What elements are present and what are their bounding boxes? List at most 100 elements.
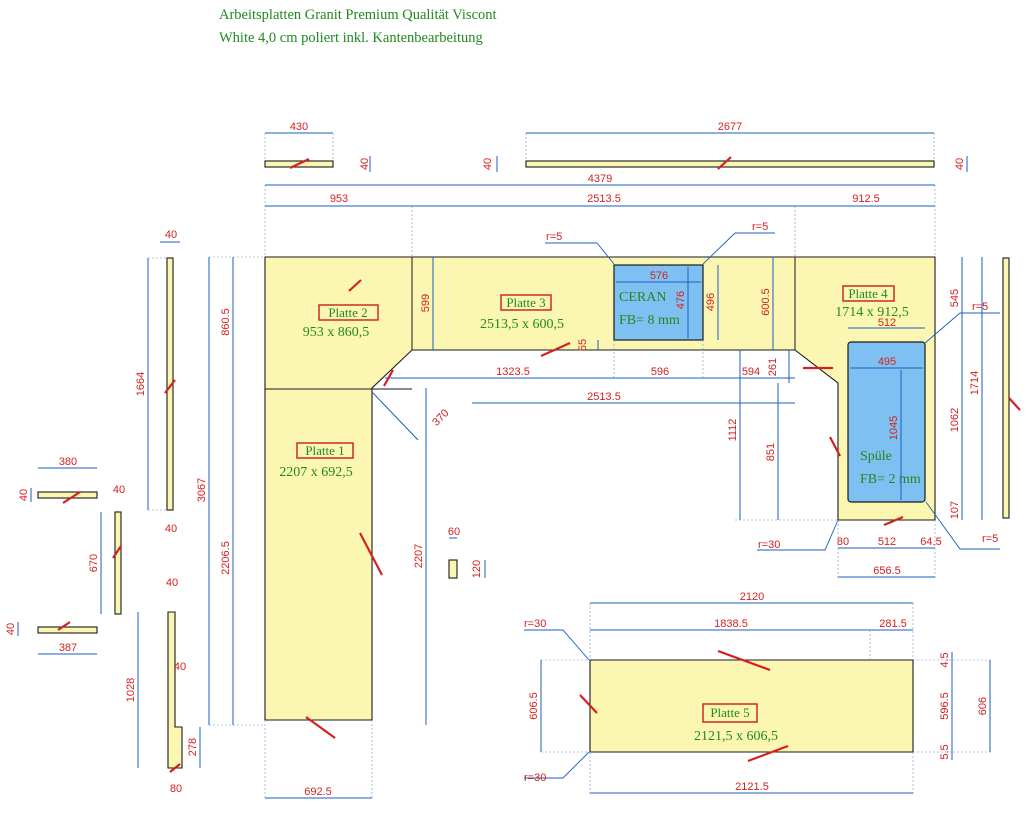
platte-4-label: Platte 4 [848,286,888,301]
dim-2513-5-inner: 2513.5 [587,391,621,403]
dim-851: 851 [765,443,777,461]
dim-370: 370 [430,407,451,428]
dim-278: 278 [187,738,199,756]
platte-5-size: 2121,5 x 606,5 [694,729,778,744]
dim-107: 107 [949,501,961,519]
platte-4-label-box [842,285,895,302]
dim-1028: 1028 [125,678,137,702]
main-countertop-assembly [264,256,936,721]
radius-platte-5-top: r=30 [524,618,546,630]
radius-platte-4-corner: r=30 [758,539,780,551]
platte-5-label-box [702,703,758,723]
dim-2677: 2677 [718,121,742,133]
dim-1323-5: 1323.5 [496,366,530,378]
header-line-material: Arbeitsplatten Granit Premium Qualität V… [219,7,497,23]
dim-692-5: 692.5 [304,786,332,798]
platte-2-label: Platte 2 [328,305,367,320]
dim-55: 55 [577,339,589,351]
dim-ceran-height: 476 [675,291,687,309]
dim-60: 60 [448,526,460,538]
dim-2120: 2120 [740,591,764,603]
dim-380: 380 [59,456,77,468]
dim-40-h: 40 [5,623,17,635]
sink-fb-label: FB= 2 mm [860,472,921,487]
ceran-fb-label: FB= 8 mm [619,313,680,328]
dimension-lines: 430 40 2677 40 40 4379 953 2513.5 912.5 … [5,121,1000,800]
platte-5-label: Platte 5 [710,705,749,720]
dim-120: 120 [471,560,483,578]
platte-2-label-box [318,304,379,321]
dim-545: 545 [949,289,961,307]
drawing-header: Arbeitsplatten Granit Premium Qualität V… [219,4,497,50]
edge-strip-1028[interactable] [167,611,183,769]
platte-3-label: Platte 3 [506,295,545,310]
dim-4379: 4379 [588,173,612,185]
dim-40-a: 40 [359,158,371,170]
radius-platte-5-bottom: r=30 [524,772,546,784]
dim-912-5: 912.5 [852,193,880,205]
dim-670: 670 [88,554,100,572]
dim-40-i: 40 [166,577,178,589]
dim-40-j: 40 [174,661,186,673]
platte-2-size: 953 x 860,5 [303,325,370,340]
dim-40-b: 40 [482,158,494,170]
dim-sink-width: 495 [878,356,896,368]
dim-sink-height: 1045 [888,416,900,440]
dim-594: 594 [742,366,760,378]
platte-1-label-box [296,442,354,459]
dim-2513-5-top: 2513.5 [587,193,621,205]
dim-40-d: 40 [165,229,177,241]
dim-1062: 1062 [949,408,961,432]
dim-430: 430 [290,121,308,133]
radius-ceran-left: r=5 [546,231,562,243]
platte-4-size: 1714 x 912,5 [835,305,909,320]
dim-ceran-width: 576 [650,270,668,282]
dim-261: 261 [767,358,779,376]
dim-606: 606 [977,697,989,715]
dim-656-5: 656.5 [873,565,901,577]
ceran-label: CERAN [619,290,666,305]
cutout-labels: CERAN FB= 8 mm 576 476 Spüle FB= 2 mm 49… [616,267,923,500]
radius-sink-top: r=5 [972,301,988,313]
dim-2121-5: 2121.5 [735,781,769,793]
dim-596: 596 [651,366,669,378]
dim-281-5: 281.5 [879,618,907,630]
dim-1838-5: 1838.5 [714,618,748,630]
header-line-finish: White 4,0 cm poliert inkl. Kantenbearbei… [219,30,483,46]
dim-600-5: 600.5 [760,288,772,316]
edge-strip-670[interactable] [114,511,122,615]
dim-599: 599 [420,294,432,312]
sink-label: Spüle [860,449,892,464]
dim-3067: 3067 [196,478,208,502]
grain-direction-marks [57,156,1021,773]
edge-strip-380[interactable] [37,491,98,499]
dim-512-bottom: 512 [878,536,896,548]
dim-953: 953 [330,193,348,205]
dim-1664: 1664 [135,372,147,396]
edge-strip-2677[interactable] [525,160,935,168]
platte-1-size: 2207 x 692,5 [279,465,353,480]
dim-40-g: 40 [113,484,125,496]
dim-40-f: 40 [18,489,30,501]
dim-1714: 1714 [969,371,981,395]
dim-606-5: 606.5 [528,692,540,720]
radius-ceran-right: r=5 [752,221,768,233]
platte-1-label: Platte 1 [305,443,344,458]
dim-512-top: 512 [878,317,896,329]
dim-80-platte4: 80 [837,536,849,548]
dim-64-5: 64.5 [920,536,941,548]
sample-piece-60x120[interactable] [448,559,458,579]
dim-387: 387 [59,642,77,654]
dim-80-strip: 80 [170,783,182,795]
dim-1112: 1112 [727,419,739,442]
edge-strip-1714[interactable] [1002,257,1010,519]
dim-2207: 2207 [413,544,425,568]
dim-860-5: 860.5 [220,308,232,336]
sink-cutout[interactable] [847,341,926,503]
dim-40-e: 40 [165,523,177,535]
dim-2206-5: 2206.5 [220,541,232,575]
edge-strip-387[interactable] [37,626,98,634]
platte-3-size: 2513,5 x 600,5 [480,317,564,332]
dim-40-c: 40 [954,158,966,170]
